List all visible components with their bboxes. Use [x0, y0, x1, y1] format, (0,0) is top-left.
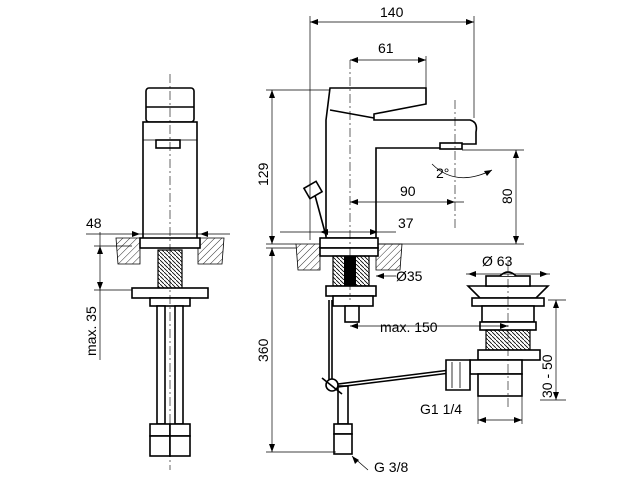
dim-max-distance: max. 150: [380, 319, 438, 335]
dim-spout-clearance: 80: [499, 188, 515, 204]
front-view: 140 61 129 90 2° 80 37: [255, 4, 566, 475]
dim-tailpiece-length: 360: [255, 338, 271, 362]
side-view: 48 max. 35: [83, 74, 230, 470]
countertop-front-left: [295, 243, 321, 271]
countertop-left-side: [115, 237, 141, 265]
countertop-right-side: [197, 237, 225, 265]
front-faucet-body: [325, 87, 478, 239]
front-fixing-plate: [325, 285, 377, 297]
front-base: [319, 237, 379, 249]
countertop-front-right: [375, 243, 403, 271]
dim-angle: 2°: [436, 165, 449, 181]
side-hose-right: [174, 305, 184, 425]
dim-spout-offset: 61: [378, 40, 394, 56]
dim-spout-reach: 90: [400, 183, 416, 199]
dim-height-129: 129: [255, 162, 271, 186]
dim-max-thickness: max. 35: [83, 306, 99, 356]
waste-valve: [445, 262, 550, 410]
popup-knob: [302, 180, 324, 200]
dim-base-diameter: 37: [398, 215, 414, 231]
dim-body-width: 48: [86, 215, 102, 231]
dim-waste-diameter: Ø 63: [482, 253, 513, 269]
linkage-rod: [329, 369, 451, 386]
dim-waste-thread: G1 1/4: [420, 401, 462, 417]
dim-supply-thread: G 3/8: [374, 459, 408, 475]
dim-overall-width: 140: [380, 4, 404, 20]
dim-waste-range: 30 - 50: [539, 354, 555, 398]
dim-hole-diameter: Ø35: [396, 268, 423, 284]
side-hose-left: [156, 305, 166, 425]
